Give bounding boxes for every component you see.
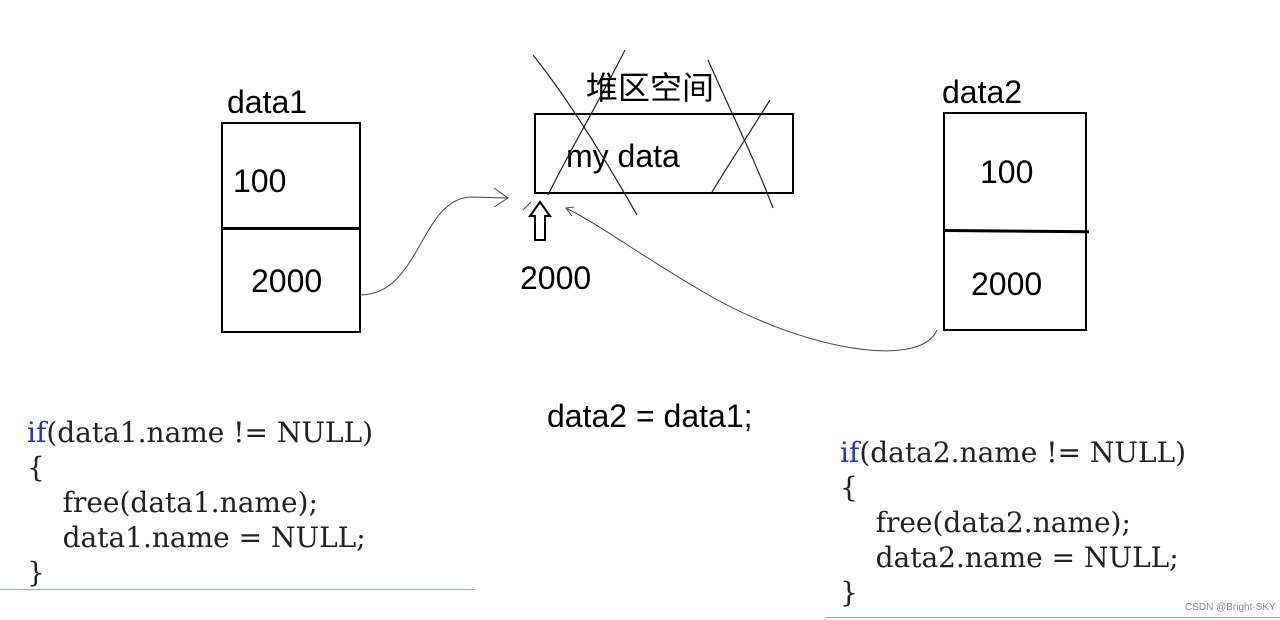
tick-mark xyxy=(522,201,532,211)
pointer-arrow-data1 xyxy=(359,196,509,296)
code-left-line3: free(data1.name); xyxy=(27,486,318,519)
heap-box xyxy=(534,113,794,194)
code-block-left: if(data1.name != NULL) { free(data1.name… xyxy=(27,415,373,590)
code-left-line4: data1.name = NULL; xyxy=(27,521,366,554)
code-right-line1: if(data2.name != NULL) xyxy=(840,436,1186,469)
code-right-condition: (data2.name != NULL) xyxy=(859,436,1187,469)
code-right-line2: { xyxy=(840,471,858,504)
data1-title: data1 xyxy=(227,84,308,120)
cross-mark-left xyxy=(532,54,638,216)
data2-field2-value: 2000 xyxy=(971,266,1043,302)
data2-field1-value: 100 xyxy=(980,154,1034,190)
pointer-arrow-data2 xyxy=(565,207,938,352)
code-left-line2: { xyxy=(27,451,45,484)
code-left-line5: } xyxy=(27,556,45,589)
code-block-right: if(data2.name != NULL) { free(data2.name… xyxy=(840,435,1186,610)
up-arrow-icon xyxy=(528,200,552,241)
heap-title: 堆区空间 xyxy=(586,70,715,106)
code-right-underline xyxy=(826,617,1280,618)
code-left-condition: (data1.name != NULL) xyxy=(46,416,374,449)
heap-address: 2000 xyxy=(520,260,592,296)
cross-mark-left-2 xyxy=(547,49,626,196)
assignment-statement: data2 = data1; xyxy=(547,398,753,434)
pointer-arrow-data2-head xyxy=(565,206,575,217)
code-left-line1: if(data1.name != NULL) xyxy=(27,416,373,449)
pointer-arrow-data1-head xyxy=(493,187,509,208)
code-right-line3: free(data2.name); xyxy=(840,506,1131,539)
cross-mark-right xyxy=(707,59,774,209)
data1-field1-value: 100 xyxy=(233,163,287,199)
data2-box xyxy=(943,112,1087,331)
heap-content: my data xyxy=(566,138,680,174)
code-right-line4: data2.name = NULL; xyxy=(840,541,1179,574)
data1-divider xyxy=(221,227,361,230)
cross-mark-right-2 xyxy=(711,99,771,193)
code-left-underline xyxy=(0,589,475,590)
code-right-keyword: if xyxy=(840,436,860,469)
data1-field2-value: 2000 xyxy=(251,263,323,299)
watermark: CSDN @Bright-SKY xyxy=(1185,602,1276,613)
code-right-line5: } xyxy=(840,576,858,609)
data2-title: data2 xyxy=(942,74,1023,110)
code-left-keyword: if xyxy=(27,416,47,449)
